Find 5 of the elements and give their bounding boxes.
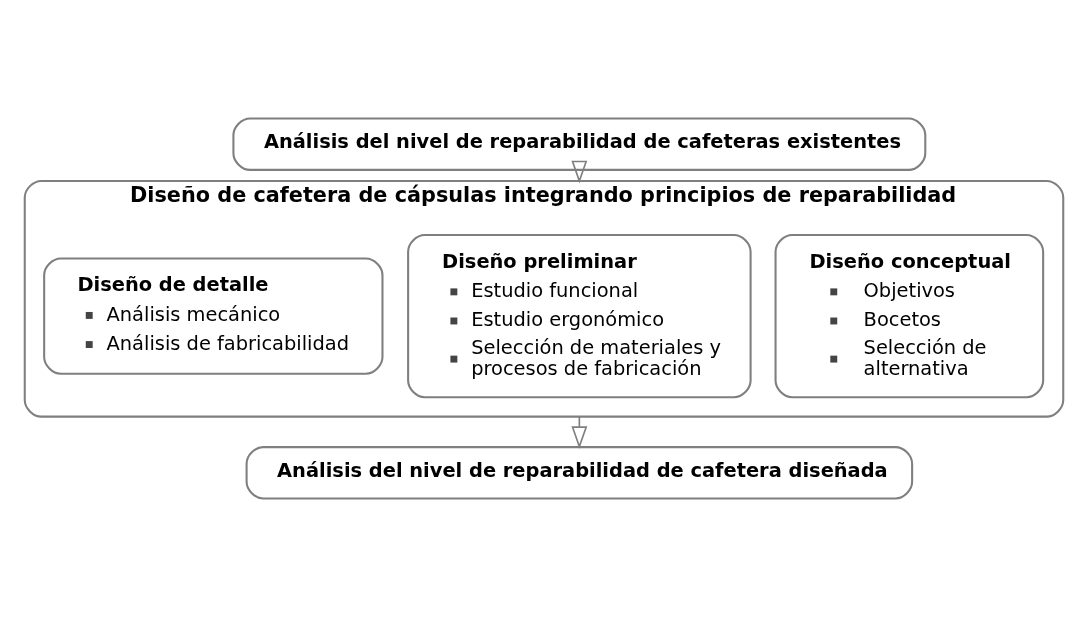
node-box: Diseño conceptual Objetivos Bocetos Selección de alternativa — [774, 233, 1045, 399]
node-box: Análisis del nivel de reparabilidad de cafetera diseñada — [245, 446, 914, 500]
node-box: Diseño de detalle Análisis mecánico Análisis de fabricabilidad — [43, 257, 384, 375]
node-box: Diseño preliminar Estudio funcional Estudio ergonómico Selección de materiales y procesos de fabricación — [407, 233, 752, 399]
arrow — [571, 160, 588, 184]
